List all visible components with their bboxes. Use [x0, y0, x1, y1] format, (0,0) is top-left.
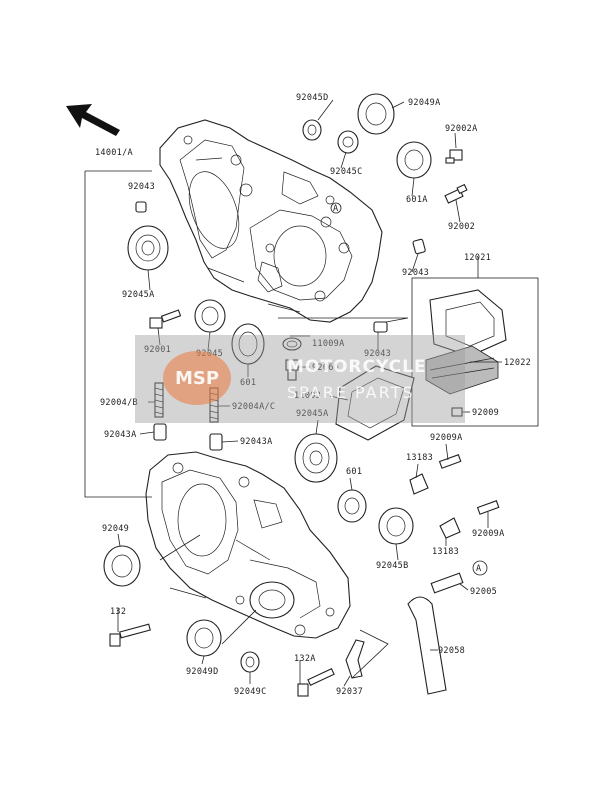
label-132A: 132A: [294, 654, 316, 664]
hose-92058: [407, 596, 447, 695]
label-92045D: 92045D: [296, 93, 329, 103]
bracket-92037: [345, 639, 365, 679]
label-92066: 92066: [312, 363, 339, 373]
lower-crankcase: [145, 451, 351, 639]
label-11003: 11003: [294, 391, 321, 401]
svg-text:A: A: [333, 204, 338, 214]
gasket-11003: [335, 365, 415, 441]
label-13183-bot: 13183: [432, 547, 459, 557]
label-92001: 92001: [144, 345, 171, 355]
bolt-92001: [149, 309, 182, 329]
label-92043-top: 92043: [128, 182, 155, 192]
screw-92009A-bot: [476, 500, 500, 515]
plug-92002: [444, 183, 468, 204]
bearing-92045B: [378, 507, 414, 545]
dowel-92043-top: [135, 201, 147, 213]
front-direction-arrow: [66, 104, 120, 136]
label-601-right: 601: [346, 467, 362, 477]
leader-lines: [84, 99, 502, 687]
label-13183-top: 13183: [406, 453, 433, 463]
screw-92009A-top: [438, 454, 462, 469]
label-92002: 92002: [448, 222, 475, 232]
label-12022: 12022: [504, 358, 531, 368]
label-92005: 92005: [470, 587, 497, 597]
label-92043-mid: 92043: [402, 268, 429, 278]
plug-92066: [285, 359, 299, 381]
watermark-logo: MSP: [163, 351, 231, 405]
seal-92049D: [186, 619, 222, 657]
bolt-132: [109, 623, 151, 647]
watermark-line1: MOTORCYCLE: [287, 357, 427, 377]
bearing-92045C: [337, 130, 359, 154]
seal-92049A: [357, 93, 395, 135]
seal-92049: [103, 545, 141, 587]
label-92049: 92049: [102, 524, 129, 534]
dowel-92043A-left: [153, 423, 167, 441]
label-92058: 92058: [438, 646, 465, 656]
label-14001A: 14001/A: [95, 148, 133, 158]
label-92043A-right: 92043A: [240, 437, 273, 447]
label-92043A-left: 92043A: [104, 430, 137, 440]
fitting-92005: [430, 572, 464, 594]
circle-marker-A-lower: A: [472, 560, 488, 576]
label-92045B: 92045B: [376, 561, 409, 571]
circle-marker-A-upper: A: [330, 202, 342, 214]
label-92037: 92037: [336, 687, 363, 697]
label-92009A-bot: 92009A: [472, 529, 505, 539]
watermark-banner: MSP MOTORCYCLE SPARE PARTS: [135, 335, 465, 423]
label-92004AC: 92004A/C: [232, 402, 275, 412]
bearing-92045: [194, 299, 226, 333]
part-labels: 92045D 92049A 14001/A 92002A 92043 92045…: [95, 93, 531, 697]
seal-92049C: [240, 651, 260, 673]
label-601A: 601A: [406, 195, 428, 205]
label-92049A: 92049A: [408, 98, 441, 108]
dowel-92043-mid: [412, 238, 426, 255]
clamp-13183-bot: [439, 517, 461, 539]
bearing-601A: [396, 141, 432, 179]
label-92049C: 92049C: [234, 687, 267, 697]
dowel-92043A-right: [209, 433, 223, 451]
label-92049D: 92049D: [186, 667, 219, 677]
label-132: 132: [110, 607, 126, 617]
label-11009A: 11009A: [312, 339, 345, 349]
label-92009A-top: 92009A: [430, 433, 463, 443]
label-92009: 92009: [472, 408, 499, 418]
dowel-92043-right: [373, 321, 388, 333]
bearing-601-right: [337, 489, 367, 523]
label-92043-right: 92043: [364, 349, 391, 359]
bearing-92045A-left: [127, 225, 169, 271]
label-92045A-left: 92045A: [122, 290, 155, 300]
label-92002A: 92002A: [445, 124, 478, 134]
label-12021: 12021: [464, 253, 491, 263]
clamp-13183-top: [409, 473, 429, 495]
plug-92002A: [445, 149, 463, 164]
bearing-601-left: [231, 323, 265, 365]
label-92004B: 92004/B: [100, 398, 138, 408]
bearing-92045A-right: [294, 433, 338, 483]
label-601-left: 601: [240, 378, 256, 388]
svg-text:A: A: [476, 564, 481, 574]
bolt-132A: [297, 668, 335, 697]
reed-valve-group: [411, 277, 539, 427]
oring-11009A: [282, 337, 302, 351]
bearing-92045D: [302, 119, 322, 141]
stud-92004B: [154, 382, 164, 418]
label-92045C: 92045C: [330, 167, 363, 177]
watermark-line2: SPARE PARTS: [287, 383, 415, 402]
upper-crankcase: [159, 119, 383, 323]
label-92045A-right: 92045A: [296, 409, 329, 419]
